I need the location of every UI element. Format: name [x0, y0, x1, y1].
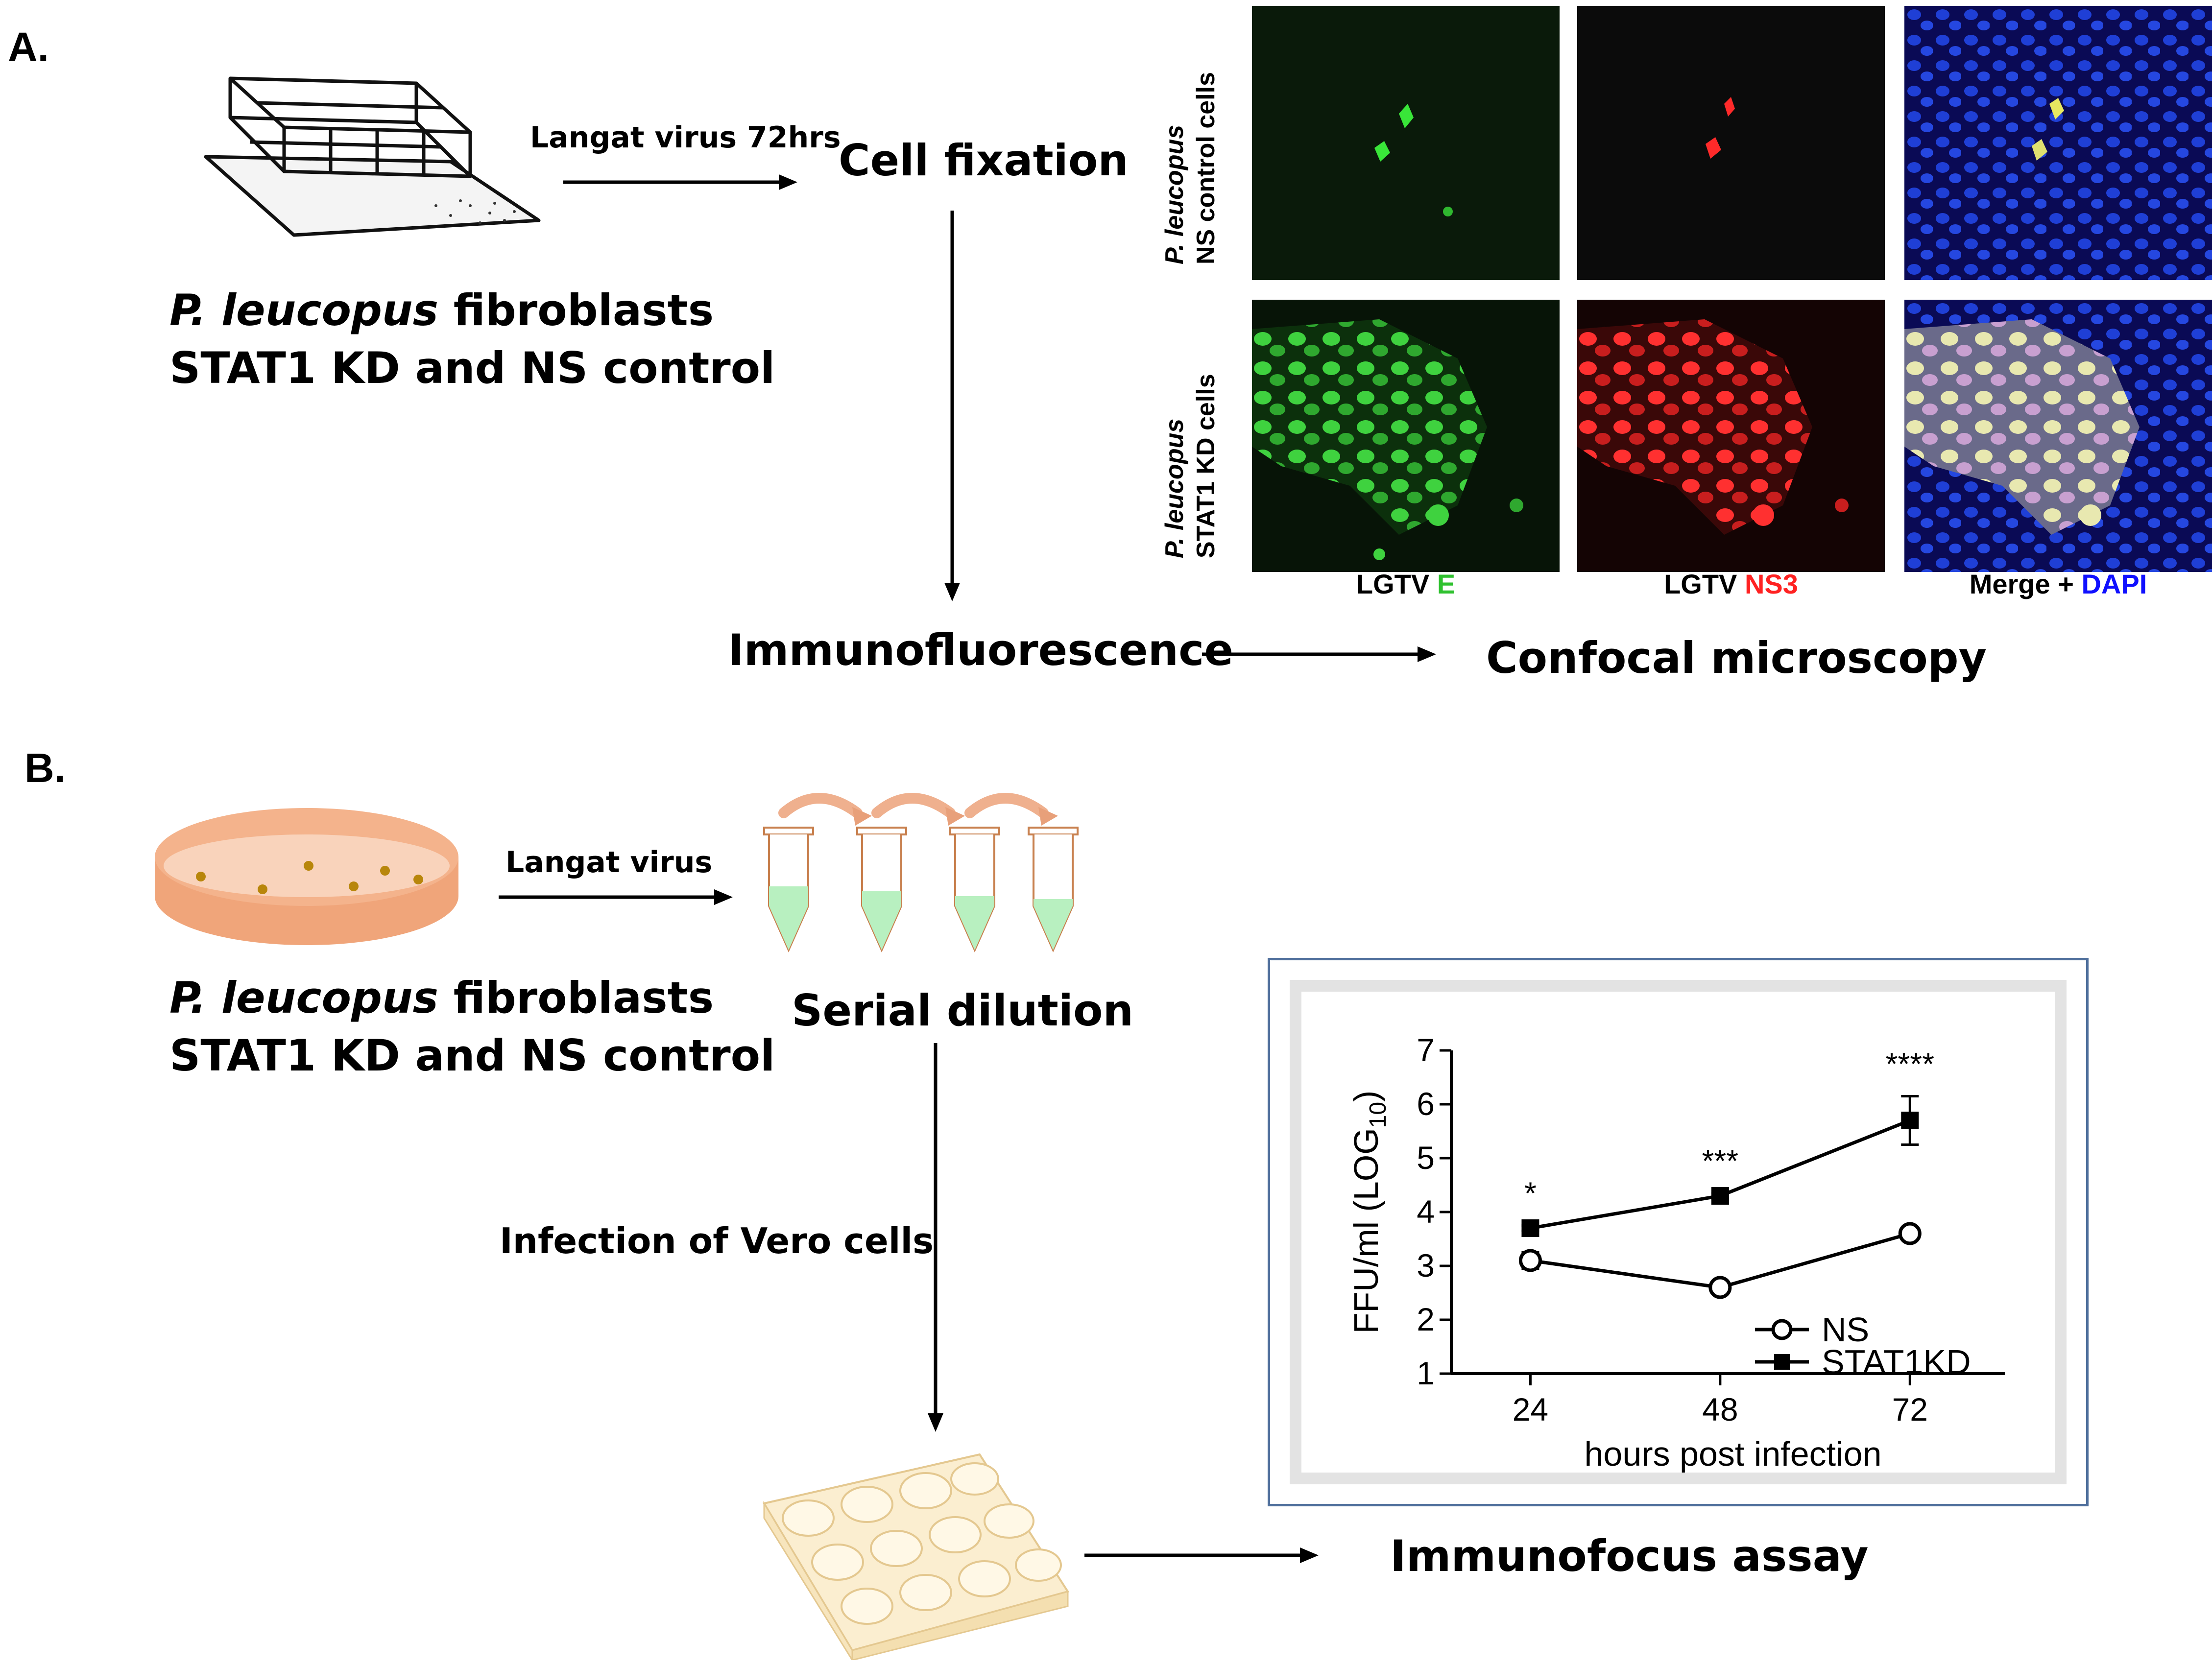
immunofluorescence-label: Immunofluorescence [728, 625, 1234, 675]
cells-a-line1: P. leucopus fibroblasts [169, 285, 714, 335]
serial-dilution-label: Serial dilution [792, 985, 1134, 1036]
y-tick-label: 1 [1417, 1355, 1435, 1391]
x-tick-label: 24 [1513, 1391, 1548, 1427]
point-STAT1KD [1711, 1187, 1729, 1205]
serial-dilution-tubes-icon [754, 784, 1097, 967]
micrograph-kd-lgtv-e [1252, 300, 1560, 572]
y-tick-label: 4 [1417, 1193, 1435, 1230]
point-NS [1518, 1249, 1542, 1272]
chart-inner-frame: 1 2 3 4 5 6 7 24 48 72 hours post infection FFU/ml … [1290, 980, 2067, 1484]
arrow-a1-label: Langat virus 72hrs [530, 120, 841, 155]
point-STAT1KD [1521, 1219, 1539, 1237]
arrow-a2 [938, 211, 967, 605]
immunofocus-assay-label: Immunofocus assay [1390, 1531, 1869, 1581]
col-label-merge-dapi: Merge + DAPI [1969, 569, 2147, 599]
cells-b-line2: STAT1 KD and NS control [169, 1030, 775, 1081]
cell-fixation-label: Cell fixation [839, 135, 1129, 186]
point-NS [1708, 1276, 1732, 1299]
legend-label-NS: NS [1822, 1310, 1869, 1349]
panel-a-letter: A. [8, 24, 49, 70]
panel-b-letter: B. [24, 745, 66, 791]
y-tick-label: 3 [1417, 1247, 1435, 1284]
legend-marker-NS [1771, 1319, 1793, 1340]
chart-plot-area: 1 2 3 4 5 6 7 24 48 72 hours post infection FFU/ml … [1301, 992, 2055, 1473]
legend-marker-STAT1KD [1774, 1354, 1790, 1370]
micrograph-ns-lgtv-e [1252, 6, 1560, 280]
chamber-slide-icon [196, 59, 549, 247]
arrow-b1-label: Langat virus [505, 845, 713, 880]
arrow-a1 [563, 172, 798, 194]
y-axis-title: FFU/ml (LOG10) [1347, 1091, 1391, 1334]
significance-label: **** [1885, 1047, 1934, 1082]
cells-a-line2: STAT1 KD and NS control [169, 343, 775, 393]
significance-label: *** [1702, 1143, 1738, 1179]
y-tick-label: 2 [1417, 1301, 1435, 1337]
ffu-line-chart: 1 2 3 4 5 6 7 24 48 72 hours post infection FFU/ml … [1347, 1032, 2005, 1473]
arrow-a3 [1202, 644, 1437, 666]
col-label-lgtv-ns3: LGTV NS3 [1664, 569, 1798, 599]
significance-label: * [1524, 1176, 1537, 1211]
chart-frame: 1 2 3 4 5 6 7 24 48 72 hours post infection FFU/ml … [1268, 958, 2089, 1506]
x-tick-label: 72 [1892, 1391, 1928, 1427]
x-axis-title: hours post infection [1584, 1435, 1881, 1473]
arrow-b2 [921, 1043, 950, 1437]
micrograph-ns-lgtv-ns3 [1577, 6, 1885, 280]
well-plate-icon [735, 1445, 1078, 1663]
col-label-lgtv-e: LGTV E [1356, 569, 1456, 599]
y-tick-label: 5 [1417, 1140, 1435, 1176]
y-tick-label: 7 [1417, 1032, 1435, 1068]
point-NS [1898, 1222, 1922, 1245]
micrograph-kd-merge-dapi [1904, 300, 2212, 572]
chart-marks [1518, 1095, 1922, 1299]
chart-axes [1440, 1049, 2005, 1385]
infection-vero-label: Infection of Vero cells [500, 1220, 934, 1261]
y-tick-label: 6 [1417, 1086, 1435, 1122]
chart-labels: 1 2 3 4 5 6 7 24 48 72 hours post infection FFU/ml … [1347, 1032, 1971, 1473]
petri-dish-icon [150, 803, 463, 952]
x-tick-label: 48 [1702, 1391, 1738, 1427]
arrow-b1 [499, 887, 734, 909]
confocal-microscopy-label: Confocal microscopy [1486, 633, 1987, 683]
point-STAT1KD [1901, 1112, 1919, 1129]
cells-b-line1: P. leucopus fibroblasts [169, 973, 714, 1023]
micrograph-kd-lgtv-ns3 [1577, 300, 1885, 572]
legend-label-STAT1KD: STAT1KD [1822, 1343, 1971, 1381]
arrow-b3 [1084, 1546, 1320, 1568]
micrograph-ns-merge-dapi [1904, 6, 2212, 280]
